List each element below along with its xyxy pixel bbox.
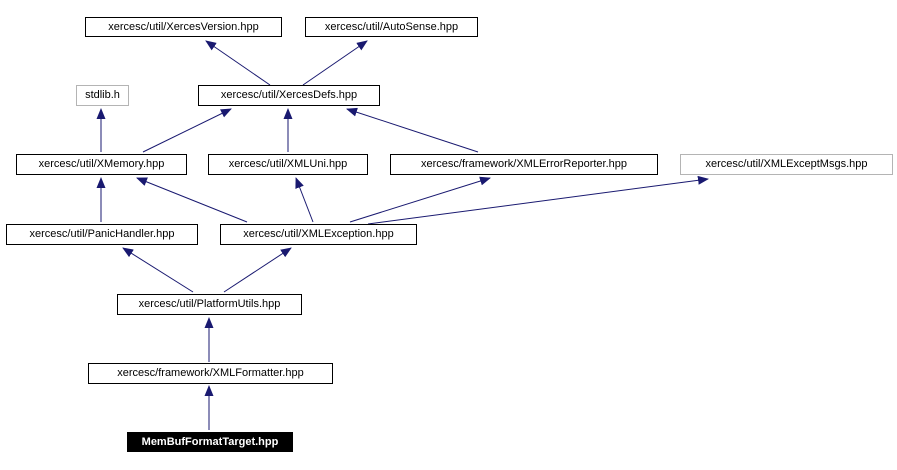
edge-xmlexception-to-xmemory <box>136 177 248 223</box>
edge-xmlerrorreporter-to-xercesdefs <box>346 107 479 153</box>
node-xercesdefs[interactable]: xercesc/util/XercesDefs.hpp <box>198 85 380 106</box>
edge-xercesdefs-to-autosense <box>302 40 368 86</box>
edge-platformutils-to-xmlexception <box>223 247 292 293</box>
node-xercesversion[interactable]: xercesc/util/XercesVersion.hpp <box>85 17 282 37</box>
node-xmemory[interactable]: xercesc/util/XMemory.hpp <box>16 154 187 175</box>
node-membufformattarget: MemBufFormatTarget.hpp <box>127 432 293 452</box>
edge-xercesdefs-to-xercesversion <box>205 40 271 86</box>
node-xmlerrorreporter[interactable]: xercesc/framework/XMLErrorReporter.hpp <box>390 154 658 175</box>
edge-platformutils-to-panichandler <box>122 247 194 293</box>
node-xmlexceptmsgs: xercesc/util/XMLExceptMsgs.hpp <box>680 154 893 175</box>
node-xmlexception[interactable]: xercesc/util/XMLException.hpp <box>220 224 417 245</box>
edge-xmemory-to-xercesdefs <box>142 108 232 153</box>
node-xmluni[interactable]: xercesc/util/XMLUni.hpp <box>208 154 368 175</box>
edge-xmlexception-to-xmluni <box>295 177 314 223</box>
edge-xmlexception-to-xmlerrorreporter <box>349 176 491 223</box>
node-stdlib: stdlib.h <box>76 85 129 106</box>
node-xmlformatter[interactable]: xercesc/framework/XMLFormatter.hpp <box>88 363 333 384</box>
node-panichandler[interactable]: xercesc/util/PanicHandler.hpp <box>6 224 198 245</box>
edge-xmlexception-to-xmlexceptmsgs <box>367 175 709 225</box>
node-platformutils[interactable]: xercesc/util/PlatformUtils.hpp <box>117 294 302 315</box>
node-autosense[interactable]: xercesc/util/AutoSense.hpp <box>305 17 478 37</box>
edges-group <box>96 40 709 430</box>
